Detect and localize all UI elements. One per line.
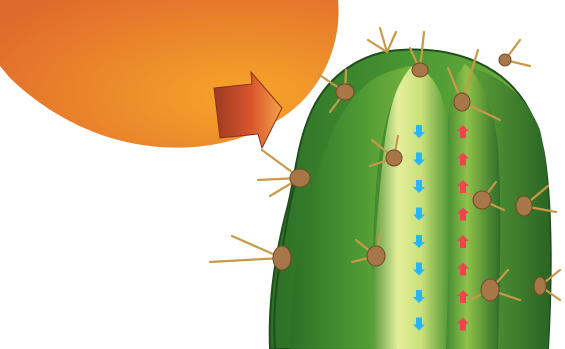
cactus-sun-illustration — [0, 0, 565, 349]
